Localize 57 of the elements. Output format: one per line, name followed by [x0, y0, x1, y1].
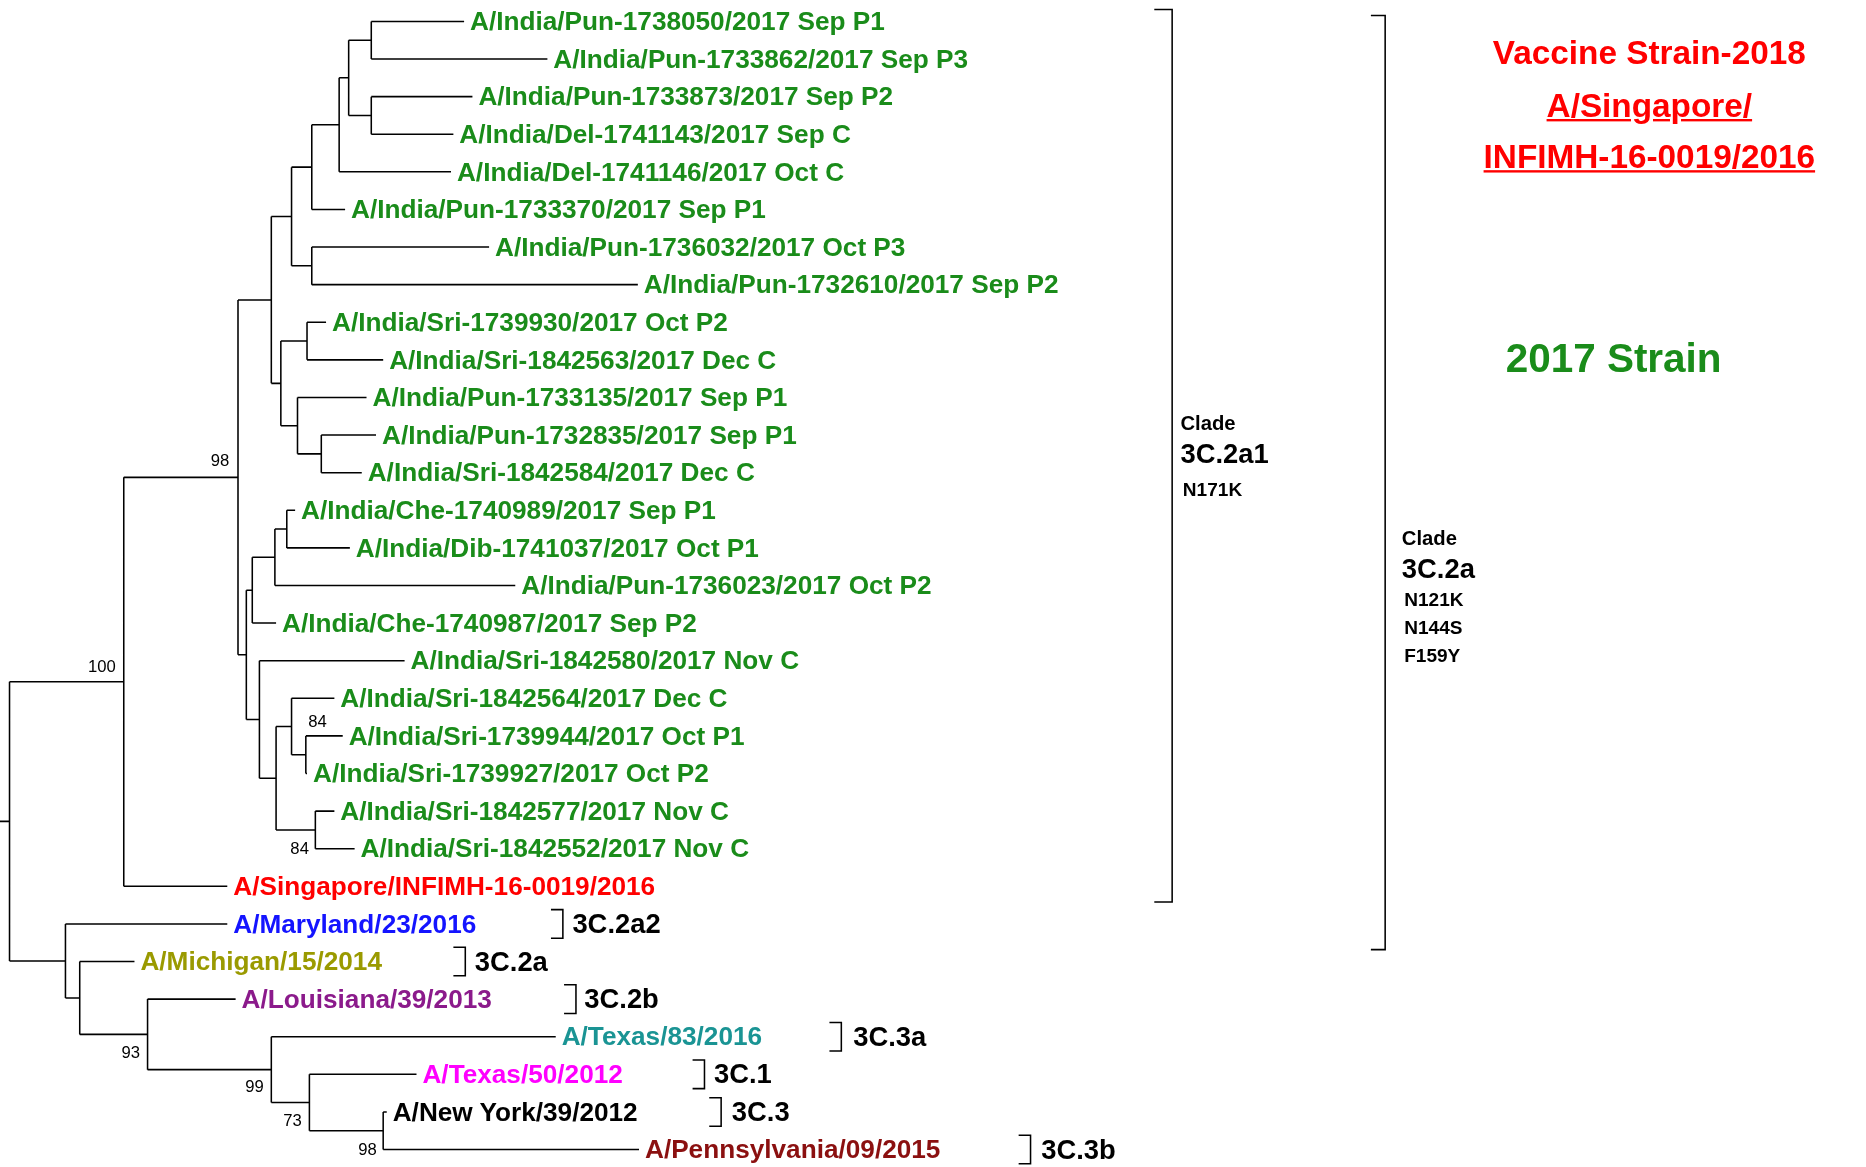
taxon-label: A/India/Del-1741143/2017 Sep C: [459, 119, 851, 150]
bootstrap-value: 73: [283, 1110, 302, 1130]
taxon-label: A/India/Pun-1732835/2017 Sep P1: [382, 419, 797, 450]
mutation-label: F159Y: [1404, 644, 1461, 667]
taxon-label: A/India/Sri-1739930/2017 Oct P2: [332, 307, 728, 338]
taxon-label: A/India/Pun-1738050/2017 Sep P1: [470, 6, 885, 37]
note-text: 2017 Strain: [1504, 335, 1723, 383]
taxon-label: A/India/Sri-1842563/2017 Dec C: [389, 344, 777, 375]
taxon-label: A/India/Sri-1842577/2017 Nov C: [340, 795, 729, 826]
clade-label: 3C.1: [714, 1058, 772, 1090]
taxon-label: A/India/Sri-1739944/2017 Oct P1: [348, 720, 745, 751]
taxon-label: A/Singapore/INFIMH-16-0019/2016: [233, 871, 656, 902]
taxon-label: A/India/Pun-1733862/2017 Sep P3: [553, 43, 969, 74]
taxon-label: A/India/Sri-1842584/2017 Dec C: [367, 457, 755, 488]
taxon-label: A/India/Che-1740987/2017 Sep P2: [282, 607, 697, 638]
clade-label: 3C.2a2: [572, 908, 661, 940]
clade-label: 3C.3a: [853, 1020, 927, 1053]
mutation-label: N144S: [1404, 617, 1463, 640]
clade-label: 3C.3: [731, 1096, 790, 1128]
taxon-label: A/India/Pun-1733873/2017 Sep P2: [478, 81, 894, 112]
note-text: A/Singapore/ INFIMH-16-0019/2016: [1482, 85, 1817, 177]
taxon-label: A/India/Pun-1733370/2017 Sep P1: [351, 194, 766, 225]
bootstrap-value: 99: [245, 1076, 264, 1096]
clade-title: Clade: [1180, 411, 1236, 436]
mutation-label: N171K: [1182, 479, 1243, 502]
taxon-label: A/India/Pun-1736032/2017 Oct P3: [495, 231, 906, 262]
taxon-label: A/India/Pun-1733135/2017 Sep P1: [372, 382, 788, 413]
clade-label: 3C.2b: [584, 983, 659, 1015]
taxon-label: A/Texas/50/2012: [422, 1059, 623, 1090]
taxon-label: A/India/Sri-1842564/2017 Dec C: [340, 683, 728, 714]
clade-label: 3C.2a: [474, 945, 548, 978]
clade-label: 3C.2a: [1401, 552, 1475, 585]
taxon-label: A/New York/39/2012: [392, 1096, 638, 1127]
taxon-label: A/Louisiana/39/2013: [241, 983, 492, 1015]
taxon-label: A/Maryland/23/2016: [233, 908, 477, 939]
taxon-label: A/India/Sri-1842552/2017 Nov C: [360, 833, 750, 864]
taxon-label: A/India/Del-1741146/2017 Oct C: [456, 156, 845, 187]
taxon-label: A/Pennsylvania/09/2015: [645, 1134, 941, 1165]
taxon-label: A/India/Pun-1736023/2017 Oct P2: [521, 570, 932, 601]
bootstrap-value: 93: [121, 1042, 140, 1062]
taxon-label: A/India/Sri-1739927/2017 Oct P2: [312, 758, 709, 789]
taxon-label: A/India/Pun-1732610/2017 Sep P2: [643, 269, 1059, 300]
bootstrap-value: 98: [358, 1139, 377, 1159]
taxon-label: A/Michigan/15/2014: [140, 946, 382, 977]
mutation-label: N121K: [1404, 588, 1464, 611]
bootstrap-value: 100: [88, 656, 116, 676]
note-text: Vaccine Strain-2018: [1491, 34, 1807, 73]
clade-title: Clade: [1401, 527, 1457, 551]
clade-label: 3C.3b: [1041, 1133, 1116, 1166]
bootstrap-value: 84: [308, 711, 327, 731]
clade-label: 3C.2a1: [1180, 437, 1269, 469]
taxon-label: A/Texas/83/2016: [561, 1021, 763, 1052]
bootstrap-value: 84: [290, 838, 309, 858]
taxon-label: A/India/Che-1740989/2017 Sep P1: [301, 495, 716, 526]
taxon-label: A/India/Dib-1741037/2017 Oct P1: [355, 532, 759, 563]
taxon-label: A/India/Sri-1842580/2017 Nov C: [410, 645, 800, 676]
bootstrap-value: 98: [210, 450, 230, 470]
